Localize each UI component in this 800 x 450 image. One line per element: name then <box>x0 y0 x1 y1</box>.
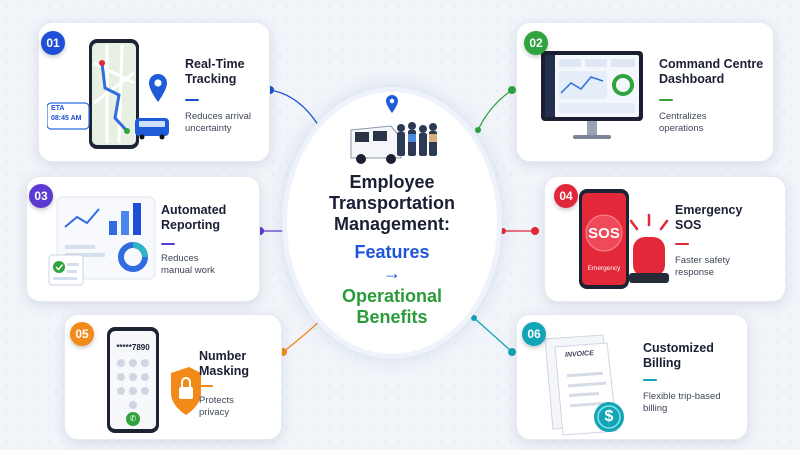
features-label: Features <box>354 242 430 262</box>
phone-icon: ✆ <box>129 414 137 423</box>
masked-number: *****7890 <box>116 343 150 352</box>
card-title: Automated Reporting <box>161 203 226 233</box>
dashboard-monitor-illustration <box>539 47 645 152</box>
card-description: Faster safety response <box>675 255 730 279</box>
title-line: Number <box>199 349 247 363</box>
desc-line: operations <box>659 123 704 134</box>
sos-text: SOS <box>588 225 620 242</box>
card-real-time-tracking: ETA 08:45 AM Real-Time Tracking Reduces … <box>38 22 270 162</box>
title-line: Tracking <box>185 72 237 86</box>
benefits-line-1: Operational <box>341 286 443 306</box>
accent-rule <box>659 99 673 101</box>
benefits-line-2: Benefits <box>356 307 428 327</box>
accent-rule <box>199 385 213 387</box>
card-automated-reporting: Automated Reporting Reduces manual work <box>26 176 260 302</box>
card-number-masking: *****7890 ✆ Number Masking Protects priv… <box>64 314 282 440</box>
desc-line: privacy <box>199 407 230 418</box>
employees-and-van-illustration <box>350 122 437 164</box>
title-line: Customized <box>643 341 714 355</box>
badge-05: 05 <box>70 322 94 346</box>
badge-02: 02 <box>524 31 548 55</box>
desc-line: Faster safety <box>675 255 730 266</box>
card-description: Flexible trip-based billing <box>643 391 721 415</box>
dollar-coin-icon: $ <box>604 408 614 425</box>
badge-04: 04 <box>554 184 578 208</box>
card-title: Real-Time Tracking <box>185 57 245 87</box>
location-pin-icon <box>386 95 398 113</box>
accent-rule <box>161 243 175 245</box>
desc-line: Flexible trip-based <box>643 391 721 402</box>
card-description: Protects privacy <box>199 395 234 419</box>
title-line: Reporting <box>161 218 221 232</box>
tracking-illustration: ETA 08:45 AM <box>46 33 177 158</box>
title-line: Dashboard <box>659 72 725 86</box>
emergency-text: Emergency <box>587 265 621 272</box>
desc-line: response <box>675 267 715 278</box>
card-emergency-sos: SOS Emergency Emergency SOS Faster safet… <box>544 176 786 302</box>
title-line: Emergency <box>675 203 743 217</box>
card-command-centre-dashboard: Command Centre Dashboard Centralizes ope… <box>516 22 774 162</box>
arrow-label: → <box>383 263 401 283</box>
badge-03: 03 <box>29 184 53 208</box>
accent-rule <box>185 99 199 101</box>
shield-lock-icon <box>171 367 201 415</box>
desc-line: Centralizes <box>659 111 707 122</box>
center-hub: Employee Transportation Management: Feat… <box>287 92 497 354</box>
reporting-illustration <box>47 191 167 300</box>
desc-line: Reduces arrival <box>185 111 251 122</box>
card-title: Customized Billing <box>643 341 714 371</box>
center-title-line-3: Management: <box>333 214 450 234</box>
title-line: Masking <box>199 364 250 378</box>
accent-rule <box>675 243 689 245</box>
card-title: Number Masking <box>199 349 249 379</box>
accent-rule <box>643 379 657 381</box>
card-description: Reduces arrival uncertainty <box>185 111 251 135</box>
bus-icon <box>349 126 403 160</box>
card-customized-billing: INVOICE $ Customized Billing Flexible tr… <box>516 314 748 440</box>
desc-line: Reduces <box>161 253 199 264</box>
card-title: Emergency SOS <box>675 203 742 233</box>
desc-line: uncertainty <box>185 123 232 134</box>
title-line: Command Centre <box>659 57 764 71</box>
masking-illustration: *****7890 ✆ <box>103 325 203 442</box>
title-line: Billing <box>643 356 682 370</box>
card-description: Centralizes operations <box>659 111 707 135</box>
desc-line: manual work <box>161 265 215 276</box>
title-line: Real-Time <box>185 57 245 71</box>
center-title-line-2: Transportation <box>328 193 455 213</box>
desc-line: billing <box>643 403 668 414</box>
title-line: Automated <box>161 203 227 217</box>
eta-label: ETA <box>51 105 65 112</box>
badge-06: 06 <box>522 322 546 346</box>
card-description: Reduces manual work <box>161 253 215 277</box>
eta-time: 08:45 AM <box>51 115 82 122</box>
center-title-line-1: Employee <box>349 172 435 192</box>
siren-icon <box>633 237 665 277</box>
billing-illustration: INVOICE $ <box>537 329 633 444</box>
desc-line: Protects <box>199 395 234 406</box>
title-line: SOS <box>675 218 702 232</box>
badge-01: 01 <box>41 31 65 55</box>
sos-illustration: SOS Emergency <box>573 187 673 302</box>
card-title: Command Centre Dashboard <box>659 57 763 87</box>
location-pin-icon <box>149 74 167 102</box>
